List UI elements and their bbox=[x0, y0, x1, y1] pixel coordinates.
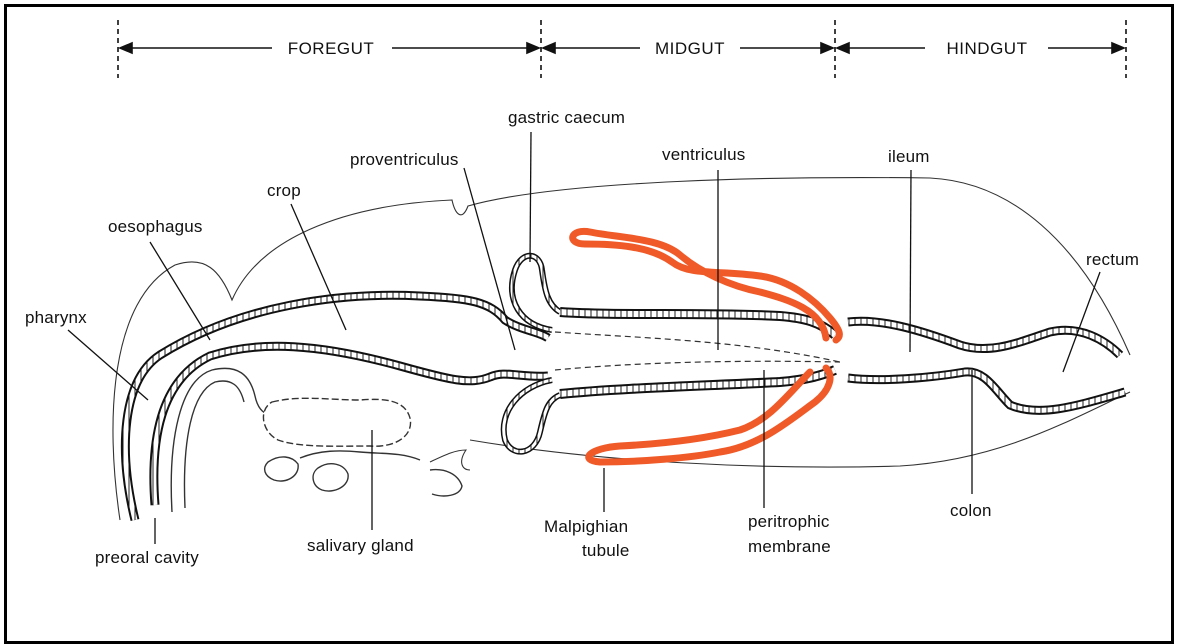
salivary-duct-2 bbox=[184, 381, 244, 508]
foregut-arrowhead-left bbox=[120, 43, 132, 53]
label-peritrophic-line2: membrane bbox=[748, 537, 831, 556]
midgut-label: MIDGUT bbox=[655, 39, 725, 58]
gastric-caeca bbox=[504, 256, 560, 452]
label-proventriculus: proventriculus bbox=[350, 150, 459, 169]
salivary-duct-1 bbox=[171, 368, 290, 512]
label-gastric-caecum: gastric caecum bbox=[508, 108, 625, 127]
ventral-outline bbox=[470, 392, 1130, 467]
hindgut-ventral-wall-inner bbox=[848, 372, 1125, 411]
midgut-arrowhead-left bbox=[543, 43, 555, 53]
salivary-lobe-1 bbox=[265, 457, 299, 481]
label-pharynx: pharynx bbox=[25, 308, 87, 327]
peritrophic-membrane-dorsal bbox=[555, 332, 840, 362]
label-crop: crop bbox=[267, 181, 301, 200]
hindgut-walls bbox=[848, 321, 1125, 410]
salivary-gland-body bbox=[263, 398, 410, 446]
salivary-gland-shape bbox=[171, 368, 462, 512]
midgut-arrowhead-right bbox=[821, 43, 833, 53]
label-malpighian-line2: tubule bbox=[582, 541, 630, 560]
salivary-lobe-2 bbox=[313, 464, 348, 491]
salivary-lobe-3 bbox=[430, 470, 462, 496]
label-preoral-cavity: preoral cavity bbox=[95, 548, 199, 567]
label-ileum: ileum bbox=[888, 147, 930, 166]
peritrophic-membrane-ventral bbox=[555, 361, 840, 370]
foregut-arrowhead-right bbox=[527, 43, 539, 53]
label-salivary-gland: salivary gland bbox=[307, 536, 414, 555]
label-malpighian-line1: Malpighian bbox=[544, 517, 628, 536]
hindgut-label: HINDGUT bbox=[947, 39, 1028, 58]
leader-proventriculus bbox=[464, 168, 515, 350]
leader-oesophagus bbox=[150, 242, 210, 340]
gastric-caecum-ventral bbox=[504, 380, 560, 452]
label-peritrophic-line1: peritrophic bbox=[748, 512, 830, 531]
label-oesophagus: oesophagus bbox=[108, 217, 203, 236]
malpighian-tubule-highlight bbox=[573, 231, 840, 462]
label-rectum: rectum bbox=[1086, 250, 1139, 269]
hindgut-dorsal-wall-inner bbox=[848, 321, 1120, 355]
ventral-notch bbox=[430, 450, 470, 470]
salivary-connector bbox=[300, 451, 420, 460]
leader-crop bbox=[291, 204, 346, 330]
hindgut-arrowhead-right bbox=[1112, 43, 1124, 53]
label-colon: colon bbox=[950, 501, 992, 520]
gastric-caecum-dorsal bbox=[512, 256, 560, 330]
foregut-label: FOREGUT bbox=[288, 39, 375, 58]
insect-gut-diagram: FOREGUT MIDGUT HINDGUT bbox=[0, 0, 1182, 628]
leader-pharynx bbox=[68, 330, 148, 400]
label-ventriculus: ventriculus bbox=[662, 145, 745, 164]
ventriculus-dorsal-wall-inner bbox=[560, 312, 835, 335]
leader-rectum bbox=[1063, 272, 1100, 372]
malpighian-tubule-upper bbox=[573, 231, 840, 340]
hindgut-arrowhead-left bbox=[837, 43, 849, 53]
leader-gastric-caecum bbox=[530, 132, 531, 262]
